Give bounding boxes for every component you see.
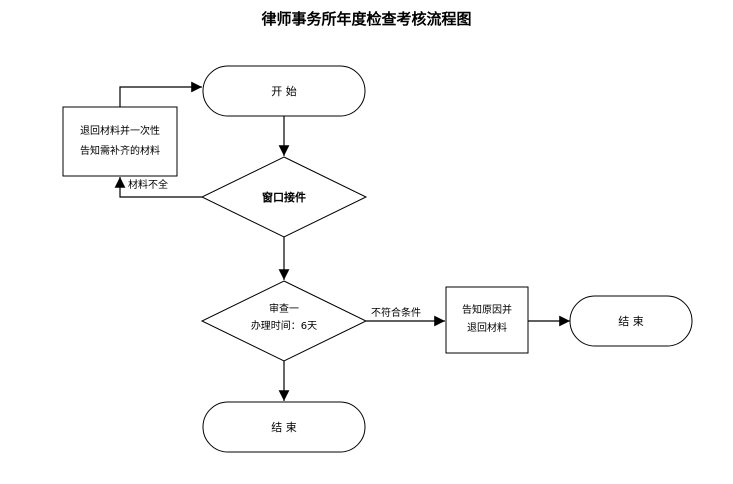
review-node: 审查一 办理时间：6天 [200, 280, 368, 362]
end-side-label: 结 束 [618, 315, 644, 328]
edge-return-to-start [119, 81, 202, 107]
edge-incomplete-label: 材料不全 [128, 178, 168, 191]
edge-nonconforming-label: 不符合条件 [371, 306, 421, 319]
window-receive-node: 窗口接件 [200, 156, 368, 238]
return-materials-node: 退回材料并一次性 告知需补齐的材料 [62, 106, 178, 177]
start-node: 开 始 [202, 65, 366, 117]
end-main-node: 结 束 [202, 401, 366, 453]
notify-reason-line-2: 退回材料 [467, 321, 507, 334]
end-side-node: 结 束 [569, 295, 693, 347]
return-materials-line-2: 告知需补齐的材料 [80, 144, 160, 157]
notify-reason-line-1: 告知原因并 [462, 303, 512, 316]
end-main-label: 结 束 [271, 421, 297, 434]
review-line-1: 审查一 [269, 302, 299, 315]
page-title: 律师事务所年度检查考核流程图 [261, 10, 472, 28]
edge-incomplete [114, 177, 202, 198]
return-materials-line-1: 退回材料并一次性 [80, 124, 160, 137]
review-line-2: 办理时间：6天 [251, 319, 317, 332]
window-receive-label: 窗口接件 [262, 190, 306, 204]
start-node-label: 开 始 [271, 84, 297, 98]
notify-reason-node: 告知原因并 退回材料 [445, 286, 529, 354]
